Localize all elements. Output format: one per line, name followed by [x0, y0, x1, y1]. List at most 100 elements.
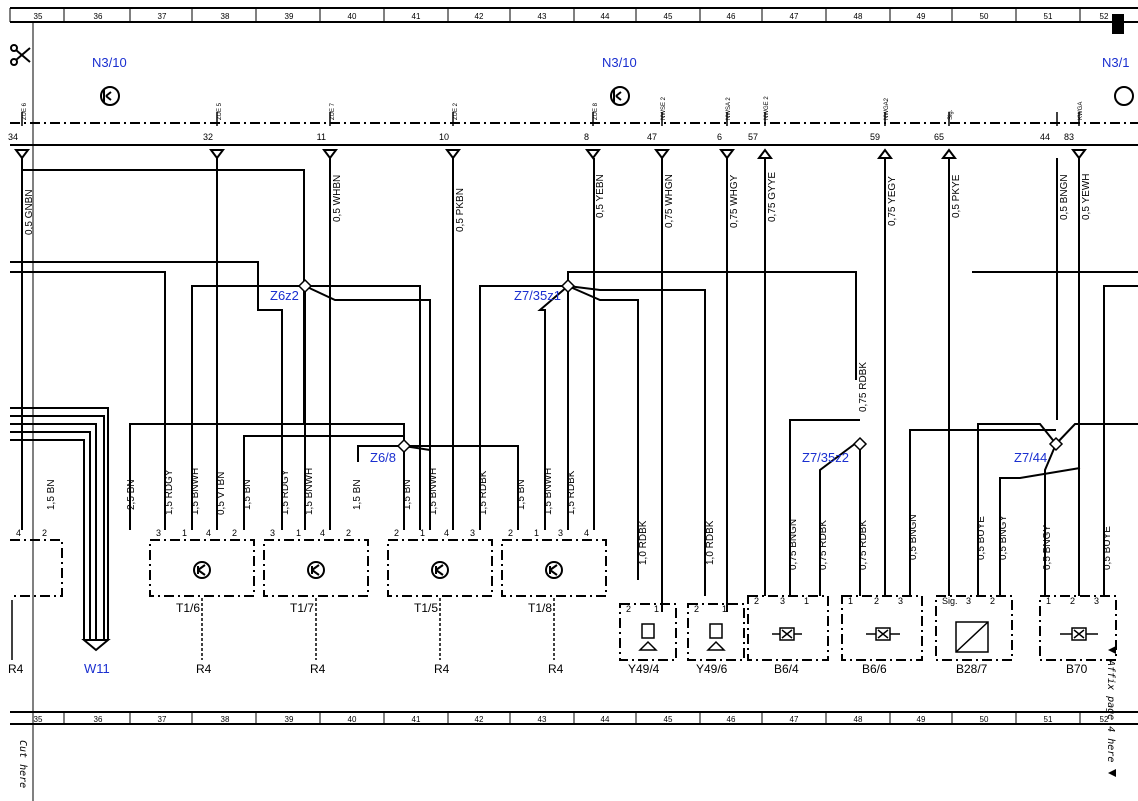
wire-label: 0,75 RDBK [858, 520, 869, 570]
pin-number: 2 [694, 604, 699, 614]
grid-col: 45 [664, 715, 673, 724]
transistor-icon [545, 561, 563, 579]
sensor-icon [1060, 627, 1098, 641]
wire-label: 1,5 RDGY [164, 469, 175, 515]
pin-number: 4 [584, 528, 589, 538]
pin-arrow-icon [14, 148, 1087, 160]
pin-number: 6 [717, 132, 722, 142]
grid-col: 52 [1100, 715, 1109, 724]
transistor-icon [193, 561, 211, 579]
grid-col: 46 [727, 12, 736, 21]
wire-label: 1,5 BN [46, 479, 57, 510]
wire-label: 1,5 BN [402, 479, 413, 510]
pin-number: 1 [848, 596, 853, 606]
pin-tag: ZUE 5 [217, 102, 223, 120]
pin-number: 3 [780, 596, 785, 606]
pin-number: 47 [647, 132, 657, 142]
wire-label: 1,5 BNWH [190, 468, 201, 515]
component-partial-left: 4 2 R4 [8, 528, 63, 676]
grid-col: 50 [980, 715, 989, 724]
affix-page-text: Affix page 4 here [1105, 659, 1116, 762]
pin-number: 2 [394, 528, 399, 538]
wire-label: 1,5 BN [516, 479, 527, 510]
wire-label: 0,75 YEGY [887, 176, 898, 226]
component-label: T1/5 [414, 601, 438, 615]
pin-number: 3 [270, 528, 275, 538]
pin-number: 2 [754, 596, 759, 606]
pin-number: 4 [206, 528, 211, 538]
grid-col: 47 [790, 12, 799, 21]
pin-number: 1 [420, 528, 425, 538]
resistor-label: R4 [310, 662, 326, 676]
scissors-icon [10, 44, 31, 66]
component-label: R4 [8, 662, 24, 676]
pin-number: 2 [1070, 596, 1075, 606]
grid-col: 50 [980, 12, 989, 21]
wire-label: 0,5 BNGY [998, 515, 1009, 560]
pin-number: 1 [654, 604, 659, 614]
wire-label: 1,5 RDBK [566, 470, 577, 515]
wire-label: 0,5 YEWH [1081, 174, 1092, 221]
splice-label: Z6z2 [270, 288, 299, 303]
wire-label: 0,75 WHGY [729, 174, 740, 228]
grid-col: 44 [601, 12, 610, 21]
grid-col: 38 [221, 715, 230, 724]
top-wires [10, 158, 1138, 640]
component-label: T1/7 [290, 601, 314, 615]
connector-pins: 34 32 11 10 8 47 6 57 59 65 44 83 ZUE 6 … [8, 96, 1087, 160]
grid-col: 51 [1044, 715, 1053, 724]
grid-col: 42 [475, 12, 484, 21]
wire-label: 0,5 PKBN [455, 188, 466, 232]
wire-label: 1,5 BNWH [304, 468, 315, 515]
grid-col: 36 [94, 715, 103, 724]
grid-col: 35 [34, 12, 43, 21]
wire-label: 2,5 BN [126, 479, 137, 510]
wire-label: 0,5 YEBN [595, 174, 606, 218]
component-label: Y49/6 [696, 662, 728, 676]
component-label: T1/8 [528, 601, 552, 615]
grid-col: 49 [917, 12, 926, 21]
grid-col: 35 [34, 715, 43, 724]
component-label: W11 [84, 661, 110, 676]
pin-number: 4 [444, 528, 449, 538]
wire-label: 1,5 BN [242, 479, 253, 510]
wire-label: 1,5 BNWH [543, 468, 554, 515]
pin-number: 11 [317, 132, 326, 142]
wire-label: 0,5 WHBN [332, 175, 343, 222]
transistor-icon [307, 561, 325, 579]
bottom-grid-ruler: 35 36 37 38 39 40 41 42 43 44 45 46 47 4… [10, 711, 1138, 725]
pin-tag: NWSE 2 [661, 96, 667, 120]
pin-number: 3 [1094, 596, 1099, 606]
pin-number: 2 [42, 528, 47, 538]
grid-col: 37 [158, 715, 167, 724]
pin-number: 34 [8, 132, 18, 142]
grid-col: 42 [475, 715, 484, 724]
top-grid-ruler: 35 36 37 38 39 40 41 42 43 44 45 46 47 4… [9, 7, 1138, 34]
pin-number: 57 [748, 132, 758, 142]
splice-points [297, 278, 1064, 454]
transistor-icon [431, 561, 449, 579]
wire-label: 0,5 GNBN [24, 189, 35, 235]
arrow-icon [1108, 646, 1116, 654]
pin-number: 4 [16, 528, 21, 538]
component-label: B6/6 [862, 662, 887, 676]
wire-label: 0,5 BNGY [1042, 525, 1053, 570]
grid-col: 51 [1044, 12, 1053, 21]
pin-tag: ZUE 6 [22, 102, 28, 120]
component-label: T1/6 [176, 601, 200, 615]
component-label: Y49/4 [628, 662, 660, 676]
pin-number: 65 [934, 132, 944, 142]
grid-col: 45 [664, 12, 673, 21]
pin-number: 2 [874, 596, 879, 606]
page-marker-icon [1112, 14, 1124, 34]
pin-number: 8 [584, 132, 589, 142]
pin-number: 44 [1040, 132, 1050, 142]
grid-col: 46 [727, 715, 736, 724]
splice-label: Z7/35z1 [514, 288, 561, 303]
pin-number: 1 [804, 596, 809, 606]
cut-here-text: Cut here [17, 740, 28, 788]
module-label: N3/10 [602, 55, 637, 70]
